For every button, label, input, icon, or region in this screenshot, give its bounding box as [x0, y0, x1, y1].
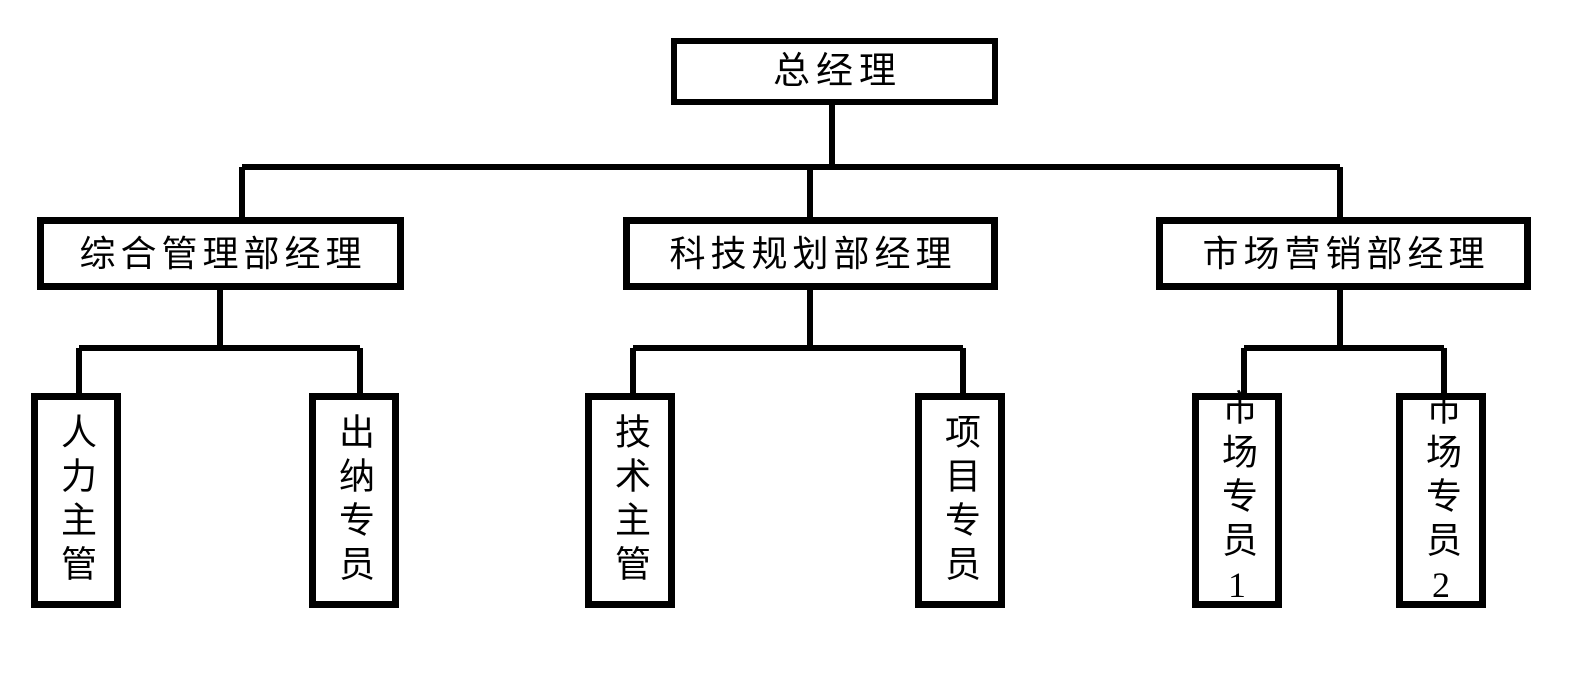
node-label-general-manager: 总经理 [773, 51, 902, 92]
node-marketing-specialist-1[interactable]: 市场专员1 [1192, 389, 1282, 613]
node-marketing-dept-manager[interactable]: 市场营销部经理 [1156, 217, 1531, 290]
connector-lines [76, 105, 1447, 393]
node-hr-supervisor[interactable]: 人力主管 [31, 393, 121, 608]
node-label-marketing-dept-manager: 市场营销部经理 [1202, 233, 1490, 274]
node-label-technical-supervisor: 技术主管 [610, 412, 650, 589]
node-general-manager[interactable]: 总经理 [671, 38, 998, 105]
node-label-project-specialist: 项目专员 [940, 412, 980, 589]
node-general-management-dept-manager[interactable]: 综合管理部经理 [37, 217, 404, 290]
node-marketing-specialist-2[interactable]: 市场专员2 [1396, 389, 1486, 613]
node-cashier-specialist[interactable]: 出纳专员 [309, 393, 399, 608]
node-label-hr-supervisor: 人力主管 [56, 412, 96, 589]
node-technical-supervisor[interactable]: 技术主管 [585, 393, 675, 608]
node-project-specialist[interactable]: 项目专员 [915, 393, 1005, 608]
node-label-cashier-specialist: 出纳专员 [334, 412, 374, 589]
node-label-marketing-specialist-1: 市场专员1 [1217, 388, 1257, 613]
node-label-marketing-specialist-2: 市场专员2 [1421, 388, 1461, 613]
node-label-general-management-dept-manager: 综合管理部经理 [79, 233, 367, 274]
node-label-tech-planning-dept-manager: 科技规划部经理 [669, 233, 957, 274]
node-tech-planning-dept-manager[interactable]: 科技规划部经理 [623, 217, 998, 290]
